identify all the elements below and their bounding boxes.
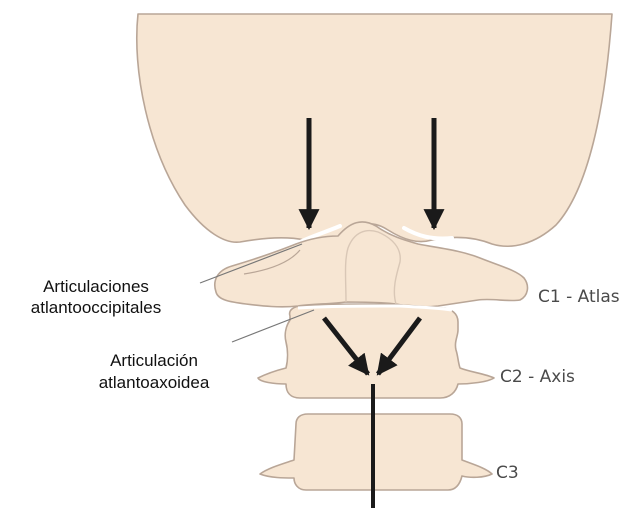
c3-vertebra bbox=[260, 414, 492, 490]
label-atlanto-axial-line2: atlantoaxoidea bbox=[99, 373, 210, 392]
label-atlanto-occipital-line2: atlantooccipitales bbox=[31, 298, 161, 317]
label-c1-atlas: C1 - Atlas bbox=[538, 287, 620, 307]
label-atlanto-axial-line1: Articulación bbox=[110, 351, 198, 370]
label-c2-axis: C2 - Axis bbox=[500, 367, 575, 387]
occipital-bone bbox=[137, 14, 612, 246]
label-c3: C3 bbox=[496, 463, 519, 483]
label-atlanto-occipital-line1: Articulaciones bbox=[43, 277, 149, 296]
